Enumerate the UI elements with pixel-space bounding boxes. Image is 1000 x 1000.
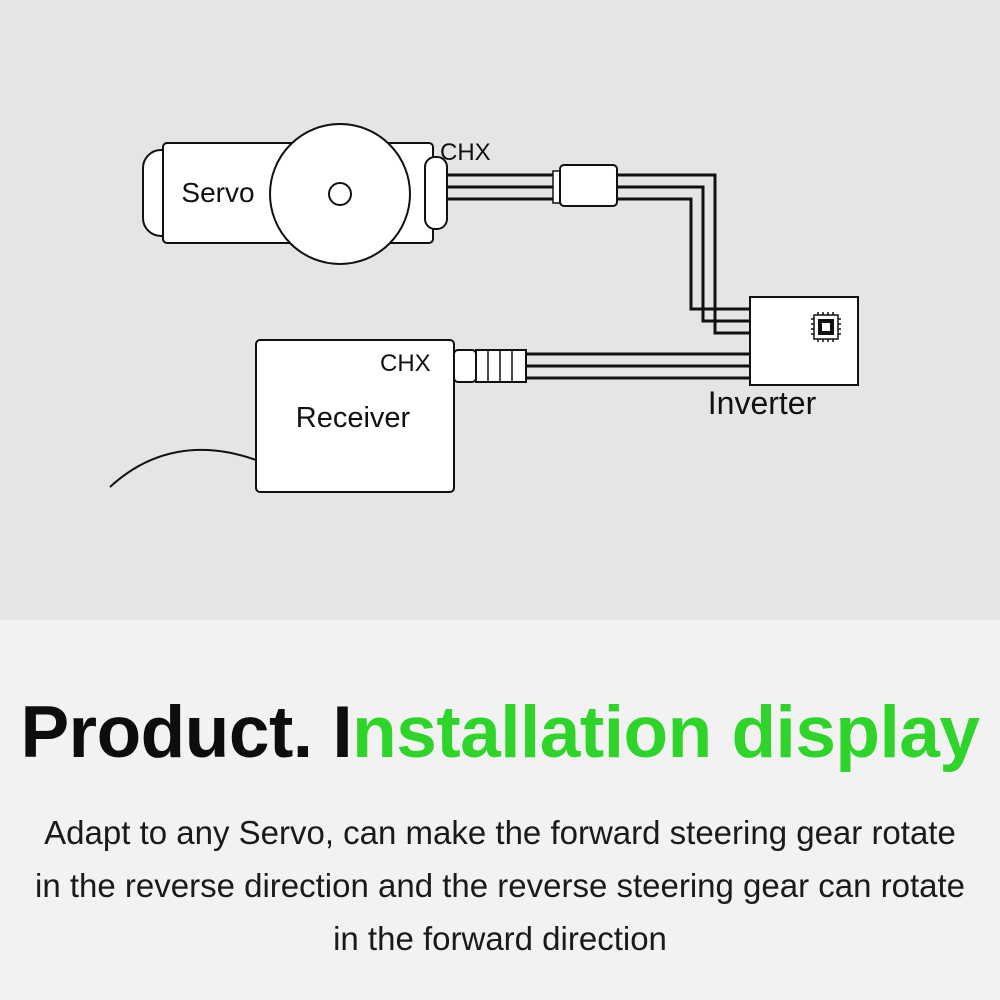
servo-label: Servo <box>181 177 254 208</box>
inverter: Inverter <box>708 296 859 421</box>
description-text: Adapt to any Servo, can make the forward… <box>34 814 966 957</box>
headline-black-part: Product. I <box>20 692 353 773</box>
chip-icon <box>811 312 841 342</box>
servo: Servo CHX <box>142 123 491 265</box>
receiver-label: Receiver <box>296 402 411 434</box>
wiring-diagram: Servo CHX Inverter <box>109 123 859 493</box>
headline-green-part: nstallation display <box>352 692 980 773</box>
cable-connector <box>559 164 618 207</box>
inverter-label: Inverter <box>708 385 817 421</box>
receiver: Receiver CHX <box>109 339 455 493</box>
servo-right-cap <box>424 156 448 230</box>
diagram-panel: Servo CHX Inverter <box>0 0 1000 620</box>
inverter-box <box>749 296 859 386</box>
headline: Product. Installation display <box>0 688 1000 778</box>
servo-channel-label: CHX <box>440 139 491 166</box>
receiver-plug <box>453 349 527 383</box>
servo-shaft <box>328 182 352 206</box>
receiver-box <box>255 339 455 493</box>
antenna-wire <box>109 448 257 488</box>
receiver-channel-label: CHX <box>380 350 431 377</box>
receiver-cable <box>520 352 750 380</box>
